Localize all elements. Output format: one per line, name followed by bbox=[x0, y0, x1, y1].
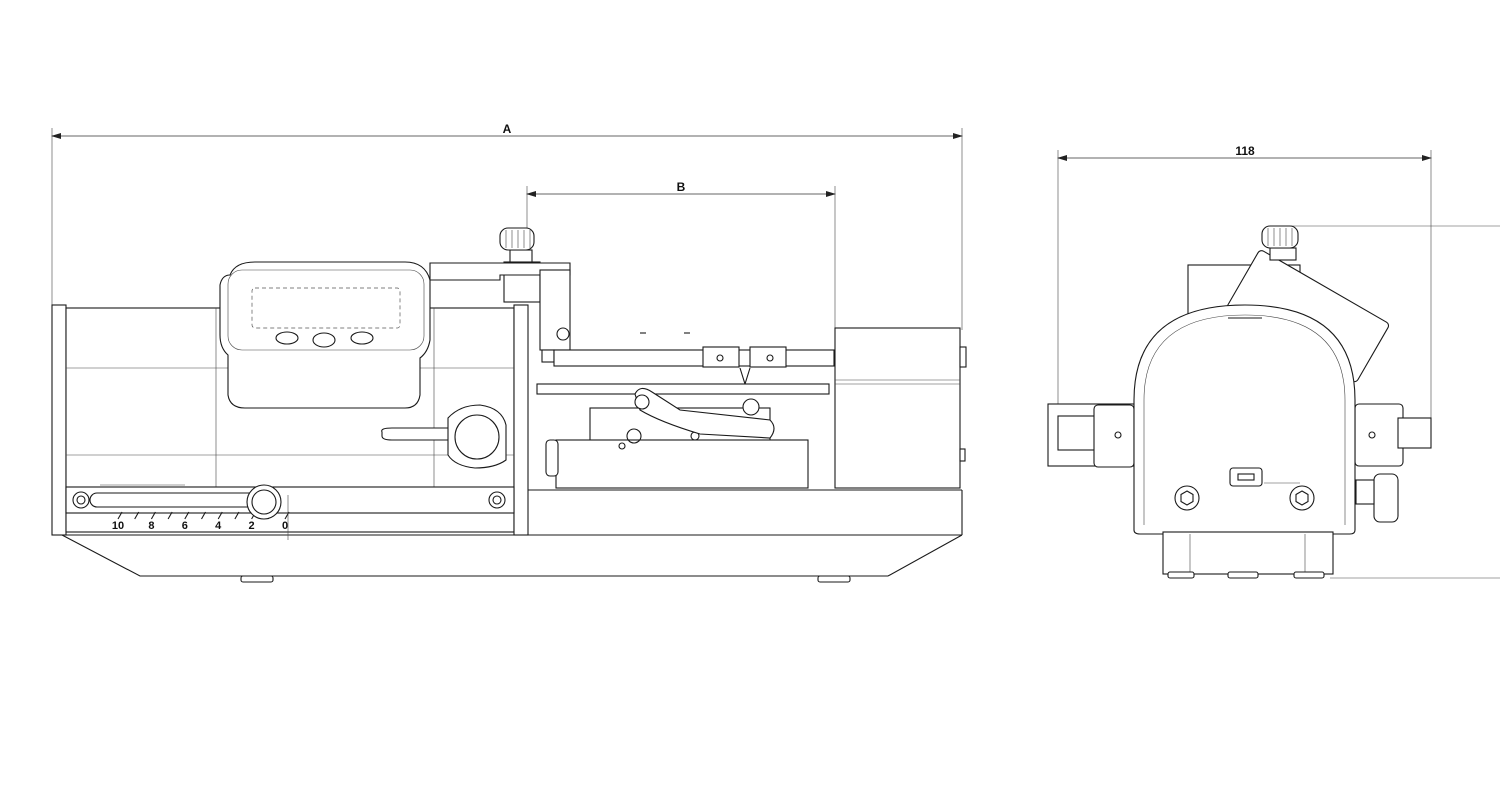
scale-tick bbox=[217, 511, 223, 520]
scale-tick-label: 2 bbox=[249, 520, 255, 532]
screw-left bbox=[72, 491, 90, 509]
right-rail bbox=[1354, 403, 1404, 467]
carriage-base bbox=[555, 439, 809, 489]
dimension-118: 118 bbox=[1057, 144, 1500, 579]
scale-tick-label: 0 bbox=[282, 520, 288, 532]
foot-left bbox=[240, 575, 274, 583]
housing-end-right bbox=[513, 304, 529, 536]
display-unit bbox=[219, 261, 431, 409]
scale-tick bbox=[201, 511, 206, 520]
clamp-lever bbox=[634, 387, 775, 439]
hex-screw-left bbox=[1174, 485, 1200, 511]
scale-tick bbox=[150, 511, 156, 520]
dimension-b: B bbox=[526, 180, 836, 330]
scale-tick bbox=[184, 511, 190, 520]
scale-tick bbox=[117, 511, 123, 520]
scale-tick-label: 4 bbox=[215, 520, 222, 532]
dimension-a: A bbox=[51, 122, 963, 330]
scale-tick-label: 8 bbox=[148, 520, 154, 532]
right-housing bbox=[834, 327, 961, 489]
arched-body bbox=[1133, 304, 1356, 535]
foot-right bbox=[817, 575, 851, 583]
top-knob bbox=[499, 227, 535, 251]
lcd-screen bbox=[251, 287, 401, 329]
clamp-arm bbox=[429, 262, 571, 281]
hex-screw-right bbox=[1289, 485, 1315, 511]
dimension-a-label: A bbox=[503, 122, 512, 136]
scale-tick bbox=[284, 511, 290, 520]
scale-tick bbox=[134, 511, 140, 520]
button-left bbox=[275, 331, 299, 345]
button-right bbox=[350, 331, 374, 345]
scale-tick bbox=[234, 511, 240, 520]
guide-rod bbox=[553, 349, 835, 367]
slide-table bbox=[536, 383, 830, 395]
scale-tick-label: 6 bbox=[182, 520, 188, 532]
knob-stem bbox=[509, 249, 533, 263]
housing-end-left bbox=[51, 304, 67, 536]
dimension-b-label: B bbox=[677, 180, 686, 194]
button-middle bbox=[312, 332, 336, 348]
lever-handle-left bbox=[381, 427, 451, 441]
front-view: 10 8 6 4 2 0 bbox=[51, 227, 967, 583]
side-knob bbox=[545, 439, 559, 477]
usb-port bbox=[1229, 467, 1263, 487]
base-plate bbox=[61, 534, 963, 577]
screw-right bbox=[488, 491, 506, 509]
scale-track: 10 8 6 4 2 0 bbox=[65, 484, 515, 540]
side-base bbox=[1162, 531, 1334, 575]
dimension-118-label: 118 bbox=[1235, 144, 1255, 158]
scale-tick-label: 10 bbox=[112, 520, 124, 532]
side-view bbox=[1047, 225, 1432, 579]
side-adjust-knob bbox=[1373, 473, 1399, 523]
scale-tick bbox=[167, 511, 173, 520]
